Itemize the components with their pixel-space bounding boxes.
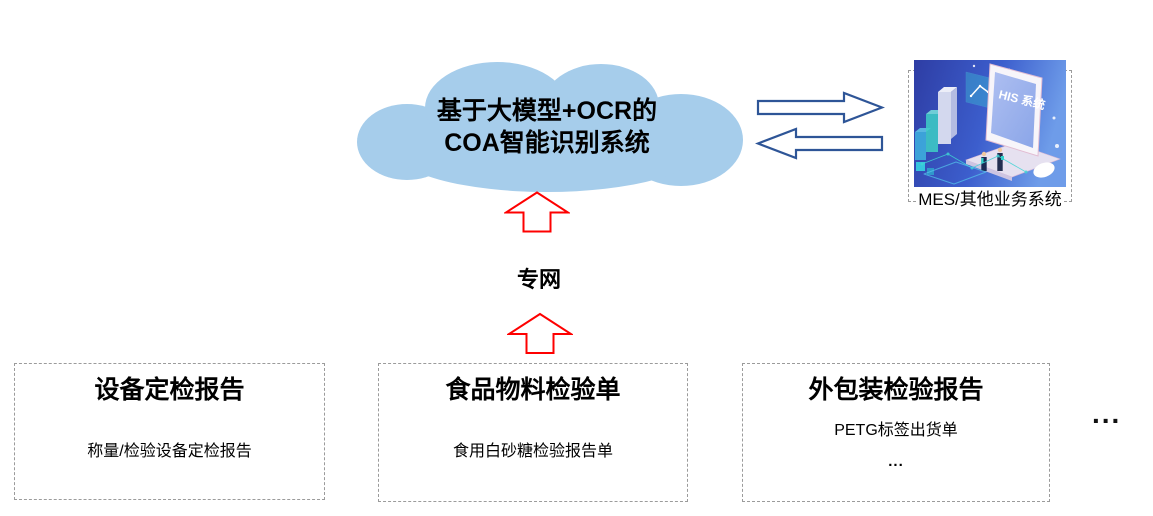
person-figure	[981, 151, 987, 171]
source-box-packaging-report: 外包装检验报告 PETG标签出货单 ...	[742, 363, 1050, 502]
up-arrow-icon	[507, 312, 573, 354]
sync-arrows-icon	[755, 91, 885, 160]
presentation-board: HIS 系统	[985, 63, 1047, 157]
up-arrow-icon	[504, 191, 570, 233]
right-arrow-icon	[756, 91, 885, 124]
cloud-title-line1: 基于大模型+OCR的	[436, 97, 658, 125]
source-box-title: 外包装检验报告	[808, 376, 984, 404]
network-lines	[920, 152, 1028, 174]
cloud-title-line2: COA智能识别系统	[444, 129, 650, 157]
private-network-label: 专网	[516, 267, 561, 292]
source-box-food-material: 食品物料检验单 食用白砂糖检验报告单	[378, 363, 688, 502]
more-sources-ellipsis: ...	[1092, 398, 1122, 429]
source-box-more-ellipsis: ...	[888, 453, 904, 470]
outline-tile	[923, 161, 987, 185]
source-box-subtitle: 食用白砂糖检验报告单	[452, 443, 613, 460]
source-box-equipment-report: 设备定检报告 称量/检验设备定检报告	[14, 363, 325, 500]
bar-chart-3d	[915, 87, 957, 175]
mes-illustration: HIS 系统	[914, 60, 1066, 187]
source-box-subtitle: PETG标签出货单	[834, 422, 958, 439]
source-box-subtitle: 称量/检验设备定检报告	[87, 443, 252, 460]
source-box-title: 设备定检报告	[94, 376, 245, 404]
left-arrow-icon	[755, 127, 884, 160]
source-box-title: 食品物料检验单	[445, 376, 621, 404]
cloud-title: 基于大模型+OCR的 COA智能识别系统	[349, 95, 745, 159]
cloud-shape	[357, 62, 743, 192]
person-figure	[997, 147, 1004, 171]
mouse-icon	[1033, 162, 1055, 178]
mes-label: MES/其他业务系统	[916, 190, 1064, 209]
